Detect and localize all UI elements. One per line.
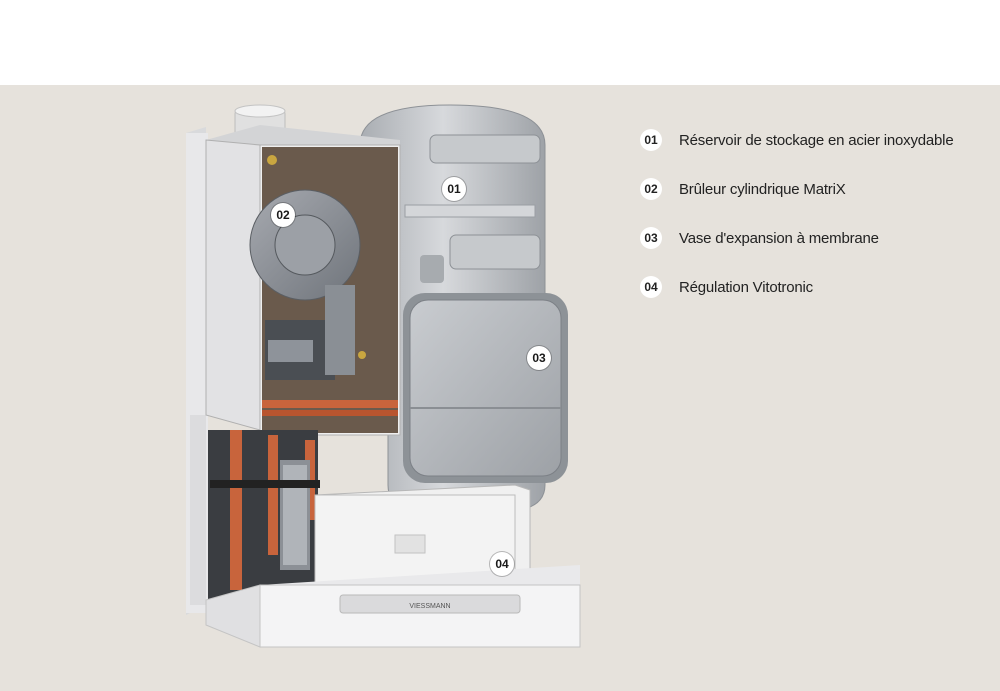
legend-label: Réservoir de stockage en acier inoxydabl… xyxy=(679,131,954,149)
base-casing: VIESSMANN xyxy=(205,565,581,648)
brand-badge: VIESSMANN xyxy=(409,603,450,610)
legend-item: 03 Vase d'expansion à membrane xyxy=(640,224,953,252)
legend-label: Brûleur cylindrique MatriX xyxy=(679,180,846,198)
legend-number: 01 xyxy=(640,129,662,151)
rear-casing xyxy=(186,127,208,615)
lower-piping xyxy=(208,430,320,600)
legend-label: Régulation Vitotronic xyxy=(679,278,813,296)
control-unit xyxy=(314,484,531,591)
legend-label: Vase d'expansion à membrane xyxy=(679,229,879,247)
legend-item: 02 Brûleur cylindrique MatriX xyxy=(640,175,953,203)
burner-chamber xyxy=(205,125,401,436)
legend-item: 04 Régulation Vitotronic xyxy=(640,273,953,301)
legend-item: 01 Réservoir de stockage en acier inoxyd… xyxy=(640,126,954,154)
legend: 01 Réservoir de stockage en acier inoxyd… xyxy=(640,126,954,322)
legend-number: 02 xyxy=(640,178,662,200)
legend-number: 04 xyxy=(640,276,662,298)
callout-01: 01 xyxy=(442,177,466,201)
callout-02: 02 xyxy=(271,203,295,227)
callout-04: 04 xyxy=(490,552,514,576)
callout-03: 03 xyxy=(527,346,551,370)
boiler-illustration: VIESSMANN xyxy=(186,104,581,648)
expansion-vessel xyxy=(403,293,568,483)
legend-number: 03 xyxy=(640,227,662,249)
